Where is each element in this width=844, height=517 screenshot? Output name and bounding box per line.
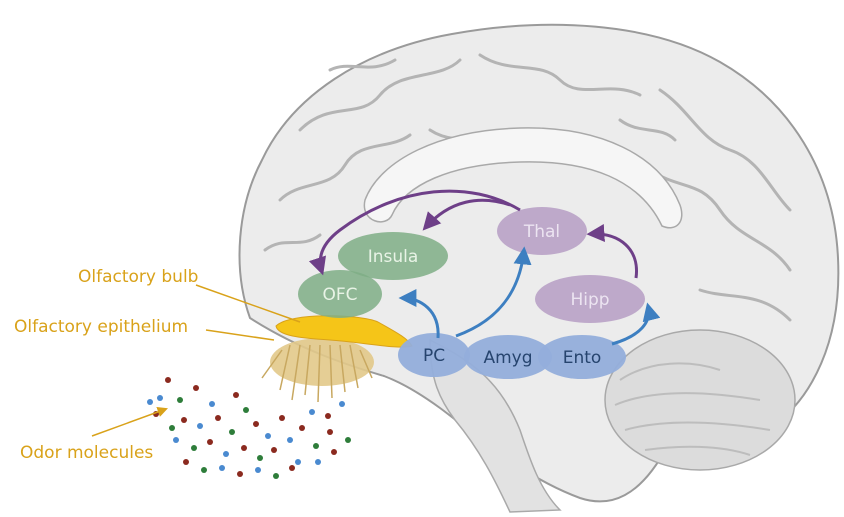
olfactory-epithelium-leader — [206, 330, 274, 340]
pc-label: PC — [423, 346, 445, 366]
odor-molecule-dot — [191, 445, 197, 451]
odor-molecule-dot — [177, 397, 183, 403]
odor-molecule-dot — [157, 395, 163, 401]
odor-molecule-dot — [345, 437, 351, 443]
odor-molecule-dot — [265, 433, 271, 439]
odor-molecule-dot — [327, 429, 333, 435]
olfactory-epithelium-label: Olfactory epithelium — [14, 317, 188, 337]
odor-molecule-dot — [289, 465, 295, 471]
odor-molecules-label: Odor molecules — [20, 443, 153, 463]
odor-molecule-dot — [279, 415, 285, 421]
ofc-label: OFC — [322, 285, 357, 305]
odor-molecule-dot — [233, 392, 239, 398]
odor-molecule-dot — [215, 415, 221, 421]
odor-molecule-dot — [295, 459, 301, 465]
odor-molecule-dot — [339, 401, 345, 407]
ento-label: Ento — [563, 348, 602, 368]
odor-molecule-dot — [241, 445, 247, 451]
amyg-label: Amyg — [483, 348, 532, 368]
cerebellum — [605, 330, 795, 470]
thal-label: Thal — [523, 222, 560, 242]
odor-molecule-dot — [223, 451, 229, 457]
odor-molecule-dot — [299, 425, 305, 431]
odor-molecule-dot — [237, 471, 243, 477]
odor-molecule-dot — [273, 473, 279, 479]
odor-molecule-dot — [173, 437, 179, 443]
odor-molecule-dot — [331, 449, 337, 455]
odor-molecule-dot — [243, 407, 249, 413]
odor-molecules — [147, 377, 351, 479]
hipp-label: Hipp — [570, 290, 609, 310]
odor-molecule-dot — [183, 459, 189, 465]
odor-molecule-dot — [197, 423, 203, 429]
odor-molecule-dot — [193, 385, 199, 391]
odor-molecule-dot — [253, 421, 259, 427]
odor-molecule-dot — [315, 459, 321, 465]
odor-molecule-dot — [229, 429, 235, 435]
olfactory-bulb-label: Olfactory bulb — [78, 267, 198, 287]
odor-molecule-dot — [181, 417, 187, 423]
odor-molecule-dot — [287, 437, 293, 443]
odor-molecule-dot — [219, 465, 225, 471]
odor-molecule-dot — [271, 447, 277, 453]
brain-illustration — [240, 25, 839, 512]
odor-molecule-dot — [201, 467, 207, 473]
insula-label: Insula — [368, 247, 419, 267]
odor-molecule-dot — [147, 399, 153, 405]
olfactory-epithelium — [262, 338, 374, 402]
odor-molecules-arrow — [92, 409, 166, 436]
odor-molecule-dot — [325, 413, 331, 419]
odor-molecule-dot — [169, 425, 175, 431]
odor-molecule-dot — [207, 439, 213, 445]
odor-molecule-dot — [309, 409, 315, 415]
odor-molecule-dot — [165, 377, 171, 383]
odor-molecule-dot — [209, 401, 215, 407]
odor-molecule-dot — [257, 455, 263, 461]
odor-molecule-dot — [313, 443, 319, 449]
odor-molecule-dot — [255, 467, 261, 473]
